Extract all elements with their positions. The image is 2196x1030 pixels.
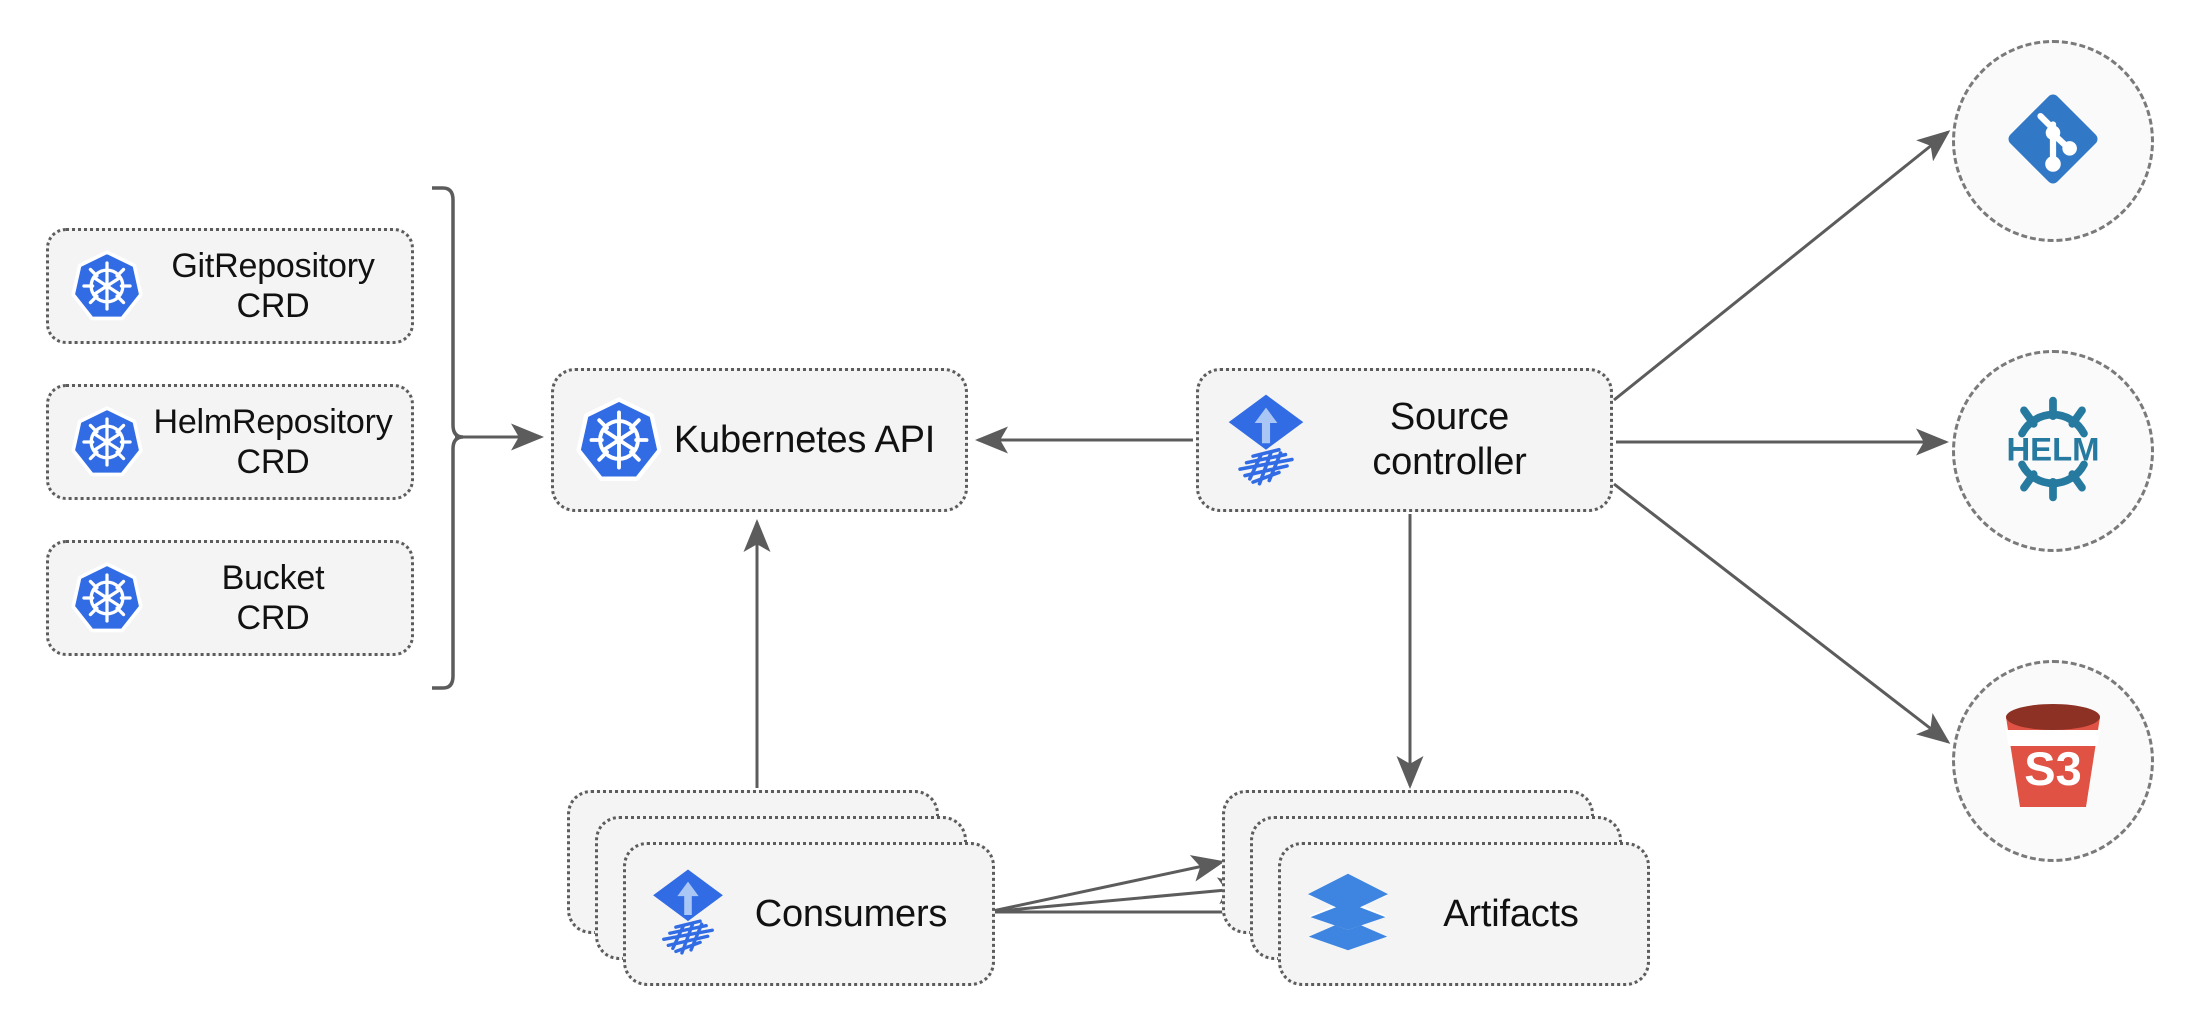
helm-wordmark: HELM — [2006, 430, 2099, 467]
crd-label: Bucket CRD — [221, 558, 325, 637]
edge-source-controller-to-s3 — [1613, 482, 1951, 744]
helm-icon: HELM — [1995, 394, 2111, 509]
git-icon — [2001, 87, 2105, 196]
kubernetes-icon — [576, 397, 662, 483]
crd-label: GitRepository CRD — [171, 246, 375, 325]
crd-label: HelmRepository CRD — [153, 402, 393, 481]
s3-bucket-icon: S3 — [1996, 703, 2110, 820]
edge-source-controller-to-git — [1613, 130, 1951, 402]
crd-card-bucket[interactable]: Bucket CRD — [46, 540, 414, 656]
external-source-git[interactable] — [1952, 40, 2154, 242]
crd-card-helmrepository[interactable]: HelmRepository CRD — [46, 384, 414, 500]
flux-icon — [1225, 393, 1307, 487]
kubernetes-icon — [71, 406, 143, 478]
node-label-kubernetes-api: Kubernetes API — [673, 418, 936, 461]
edge-consumers-to-artifacts-2 — [987, 877, 1251, 914]
flux-icon — [650, 868, 726, 961]
crd-card-gitrepository[interactable]: GitRepository CRD — [46, 228, 414, 344]
node-label-consumers: Consumers — [754, 892, 948, 935]
edge-consumers-to-artifacts-1 — [987, 855, 1225, 914]
node-kubernetes-api[interactable]: Kubernetes API — [551, 368, 968, 512]
layers-icon — [1305, 872, 1391, 957]
artifacts-card-front[interactable]: Artifacts — [1278, 842, 1650, 986]
node-source-controller[interactable]: Source controller — [1196, 368, 1613, 512]
consumers-card-front[interactable]: Consumers — [623, 842, 995, 986]
kubernetes-icon — [71, 562, 143, 634]
node-label-artifacts: Artifacts — [1443, 892, 1579, 935]
external-source-s3[interactable]: S3 — [1952, 660, 2154, 862]
crd-group-brace — [432, 186, 464, 690]
kubernetes-icon — [71, 250, 143, 322]
s3-wordmark: S3 — [2024, 742, 2082, 795]
external-source-helm[interactable]: HELM — [1952, 350, 2154, 552]
node-label-source-controller: Source controller — [1372, 396, 1527, 483]
